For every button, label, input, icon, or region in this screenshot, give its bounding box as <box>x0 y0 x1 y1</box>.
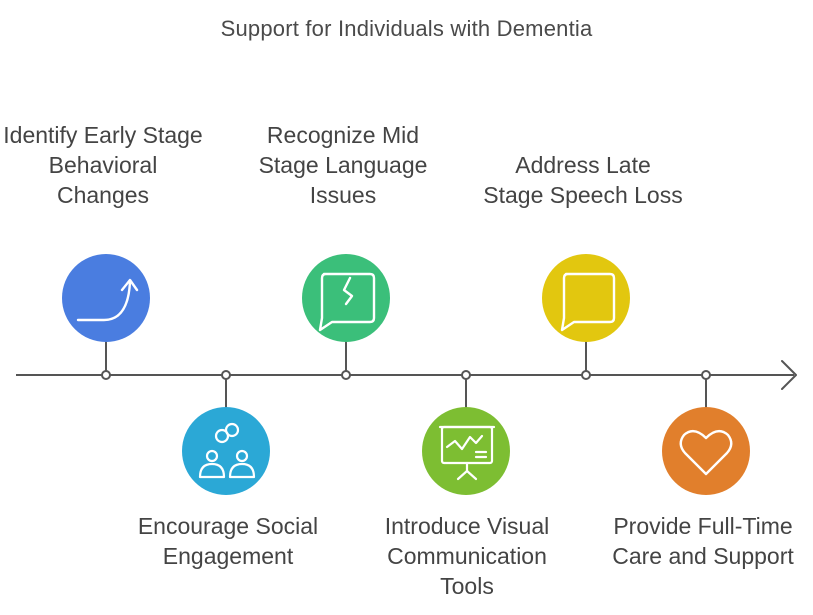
speech-bubble-icon <box>560 272 616 332</box>
people-connection-icon <box>198 422 256 479</box>
step-2-label: Encourage Social Engagement <box>137 513 319 569</box>
step-5-badge <box>542 254 630 342</box>
timeline-node-4 <box>461 370 471 380</box>
step-6-label: Provide Full-Time Care and Support <box>612 513 794 569</box>
step-5-label: Address Late Stage Speech Loss <box>483 152 683 208</box>
timeline-node-3 <box>341 370 351 380</box>
arrow-up-curve-icon <box>76 278 139 322</box>
timeline-node-6 <box>701 370 711 380</box>
step-3-badge <box>302 254 390 342</box>
step-1-label: Identify Early Stage Behavioral Changes <box>3 122 203 208</box>
timeline-node-2 <box>221 370 231 380</box>
timeline-arrowhead-icon <box>781 360 797 390</box>
broken-speech-bubble-icon <box>318 272 376 332</box>
step-3-label: Recognize Mid Stage Language Issues <box>258 122 428 208</box>
heart-icon <box>679 430 733 476</box>
step-6-badge <box>662 407 750 495</box>
step-4-label: Introduce Visual Communication Tools <box>384 513 550 599</box>
step-4-badge <box>422 407 510 495</box>
page-title: Support for Individuals with Dementia <box>220 16 593 41</box>
step-1-badge <box>62 254 150 342</box>
presentation-board-icon <box>438 425 496 481</box>
step-2-badge <box>182 407 270 495</box>
timeline-node-1 <box>101 370 111 380</box>
timeline-node-5 <box>581 370 591 380</box>
